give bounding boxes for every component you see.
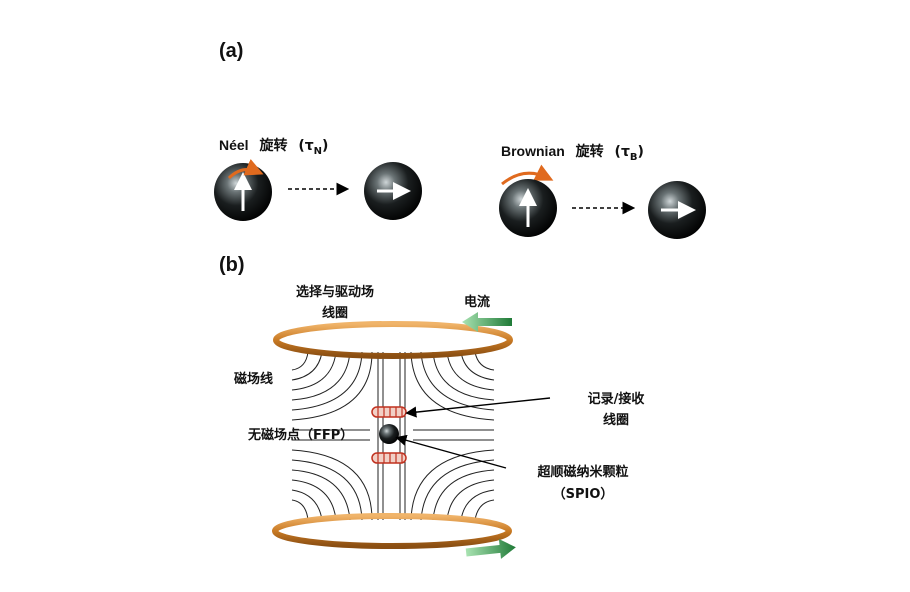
receive-coil-upper — [371, 406, 407, 418]
brownian-particle-before — [499, 179, 557, 237]
neel-title: Néel 旋转 (τN) — [219, 137, 329, 157]
receive-coil-label: 记录/接收 线圈 — [556, 388, 676, 428]
drive-coil-label-line1: 选择与驱动场 — [295, 285, 374, 300]
spio-pointer — [395, 434, 507, 469]
panel-a-label: (a) — [219, 40, 244, 62]
current-arrow-top — [462, 312, 512, 332]
neel-tau: τ — [304, 138, 314, 154]
neel-name: Néel — [219, 137, 249, 153]
current-label: 电流 — [464, 295, 491, 310]
receive-coil-pointer — [405, 397, 551, 418]
neel-particle-before — [214, 163, 272, 221]
spio-label-line2: （SPIO） — [552, 487, 614, 502]
brownian-tau: τ — [620, 144, 630, 160]
panel-b-label: (b) — [219, 254, 245, 276]
top-drive-coil — [273, 321, 513, 359]
brownian-rotation: 旋转 — [575, 144, 604, 160]
bottom-drive-coil — [272, 513, 512, 549]
field-lines-label: 磁场线 — [234, 372, 274, 387]
neel-rotation-arrow — [227, 158, 264, 180]
spio-label-line1: 超顺磁纳米颗粒 — [537, 465, 629, 480]
magnetic-field-lines — [291, 351, 495, 521]
ffp-label: 无磁场点（FFP） — [248, 428, 354, 443]
brownian-particle-after — [648, 181, 706, 239]
brownian-tau-sub: B — [629, 151, 638, 163]
spio-particle — [379, 424, 399, 444]
brownian-rotation-arrow — [501, 164, 554, 186]
drive-coil-label-line2: 线圈 — [321, 306, 348, 321]
brownian-name: Brownian — [501, 143, 565, 159]
spio-label: 超顺磁纳米颗粒 （SPIO） — [498, 461, 668, 502]
brownian-title: Brownian 旋转 (τB) — [501, 143, 644, 163]
drive-coil-label: 选择与驱动场 线圈 — [280, 281, 390, 321]
current-arrow-bottom — [465, 539, 516, 559]
receive-coil-label-line1: 记录/接收 — [587, 392, 645, 407]
neel-tau-sub: N — [313, 145, 323, 157]
receive-coil-label-line2: 线圈 — [602, 413, 629, 428]
receive-coil-lower — [371, 452, 407, 464]
neel-rotation: 旋转 — [259, 138, 288, 154]
neel-particle-after — [364, 162, 422, 220]
